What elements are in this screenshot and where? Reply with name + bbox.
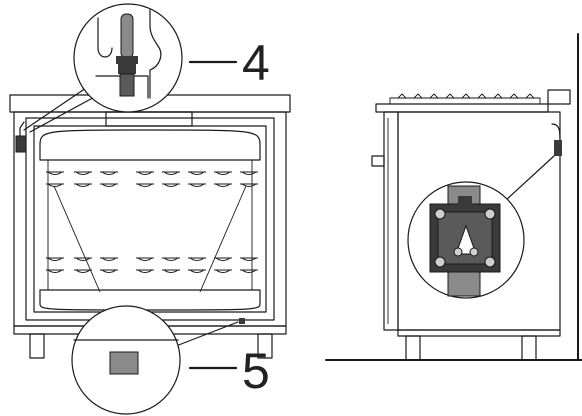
side-grate <box>389 97 541 104</box>
regulator-bolt-bl <box>434 256 446 268</box>
detail4-fitting <box>119 73 135 97</box>
front-body <box>13 111 287 327</box>
appliance-side-view <box>325 33 582 361</box>
side-gas-pipe <box>551 123 561 141</box>
callout-4-label: 4 <box>242 35 270 91</box>
callout-4-leader-a <box>23 87 87 131</box>
side-grate-ribs <box>397 93 535 99</box>
side-leader <box>505 155 555 201</box>
side-knob <box>371 155 385 167</box>
oven-door <box>33 125 267 313</box>
regulator-bolt-center-r <box>469 247 479 257</box>
detail4-housing <box>97 17 113 58</box>
callout-4-detail: 4 <box>23 3 270 133</box>
detail4-nut-upper <box>116 56 138 64</box>
side-plinth <box>397 329 561 337</box>
callout-5-leader <box>175 321 239 347</box>
door-handle-bar <box>39 129 261 161</box>
regulator-bolt-tl <box>434 208 446 220</box>
vent-slots-bottom <box>46 257 258 273</box>
regulator-bolt-center-l <box>453 247 463 257</box>
door-glass-edges <box>47 160 253 290</box>
callout-4-leader-b <box>29 93 101 133</box>
front-inner-frame <box>25 117 275 321</box>
front-plinth <box>13 325 287 335</box>
door-bottom-bar <box>39 289 261 311</box>
regulator-bolt-tr <box>484 208 496 220</box>
bottom-connection-point <box>239 318 245 324</box>
side-leg-rear <box>521 335 537 361</box>
side-leg-front <box>405 335 421 361</box>
detail4-nut-lower <box>118 64 136 74</box>
detail4-bracket <box>95 75 149 99</box>
front-leg-right <box>257 333 273 359</box>
side-backsplash <box>547 89 571 105</box>
appliance-front-view <box>9 94 291 359</box>
detail4-panel-edge <box>149 9 162 99</box>
front-leg-left <box>29 333 45 359</box>
side-gas-connector <box>554 140 562 156</box>
callout-5-label: 5 <box>242 343 270 399</box>
detail5-connector <box>109 351 139 375</box>
detail4-pipe <box>120 13 134 59</box>
regulator-arrow <box>455 224 477 255</box>
gas-connector-left <box>15 135 27 153</box>
vent-slots-top <box>46 171 258 187</box>
side-hob-top <box>375 103 549 113</box>
regulator-bolt-br <box>484 256 496 268</box>
door-glass-reflection <box>53 185 247 293</box>
front-top-plate <box>105 111 193 127</box>
callout-5-detail: 5 <box>71 305 270 415</box>
side-front-panel <box>383 111 399 331</box>
regulator-top-nut <box>458 196 472 206</box>
front-top-counter <box>9 94 291 113</box>
